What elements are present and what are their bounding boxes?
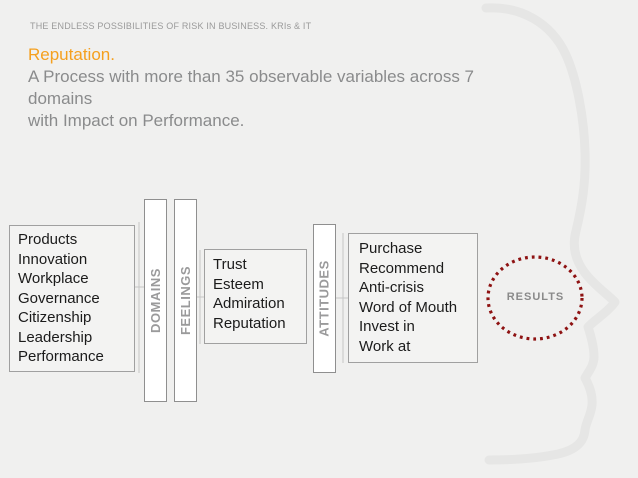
behavior-item: Anti-crisis	[359, 279, 425, 296]
behavior-item: Work at	[359, 337, 411, 355]
behavior-item: Purchase	[359, 240, 423, 257]
slide-subtitle-line-1: A Process with more than 35 observable v…	[28, 67, 475, 86]
emotion-item: Admiration	[213, 295, 285, 312]
emotion-item: Trust	[213, 256, 247, 273]
driver-item: Leadership	[18, 328, 93, 346]
behaviors-box: Purchase Recommend Anti-crisis Word of M…	[348, 233, 478, 363]
driver-item: Workplace	[18, 270, 89, 287]
slide-subtitle-line-2: domains	[28, 89, 93, 108]
slide-eyebrow-text: THE ENDLESS POSSIBILITIES OF RISK IN BUS…	[30, 21, 312, 31]
driver-item: Performance	[18, 348, 104, 365]
emotion-item: Reputation	[213, 314, 286, 332]
driver-item: Citizenship	[18, 309, 92, 326]
behavior-item: Recommend	[359, 259, 445, 277]
attitudes-bar: ATTITUDES	[313, 224, 336, 373]
driver-item: Products	[18, 231, 78, 248]
slide-subtitle-line-3: with Impact on Performance.	[28, 111, 245, 130]
emotion-item: Esteem	[213, 275, 264, 293]
slide-title: Reputation.	[28, 45, 115, 64]
attitudes-bar-label: ATTITUDES	[317, 260, 333, 337]
driver-item: Innovation	[18, 250, 88, 268]
behavior-item: Word of Mouth	[359, 298, 458, 316]
driver-item: Governance	[18, 289, 100, 307]
title-block: Reputation. A Process with more than 35 …	[28, 44, 474, 132]
domains-bar: DOMAINS	[144, 199, 167, 402]
feelings-bar: FEELINGS	[174, 199, 197, 402]
results-label: RESULTS	[506, 291, 565, 303]
emotions-box: Trust Esteem Admiration Reputation	[204, 249, 307, 344]
feelings-bar-label: FEELINGS	[178, 265, 194, 336]
domains-bar-label: DOMAINS	[148, 268, 164, 333]
behavior-item: Invest in	[359, 318, 415, 335]
drivers-box: Products Innovation Workplace Governance…	[9, 225, 135, 372]
